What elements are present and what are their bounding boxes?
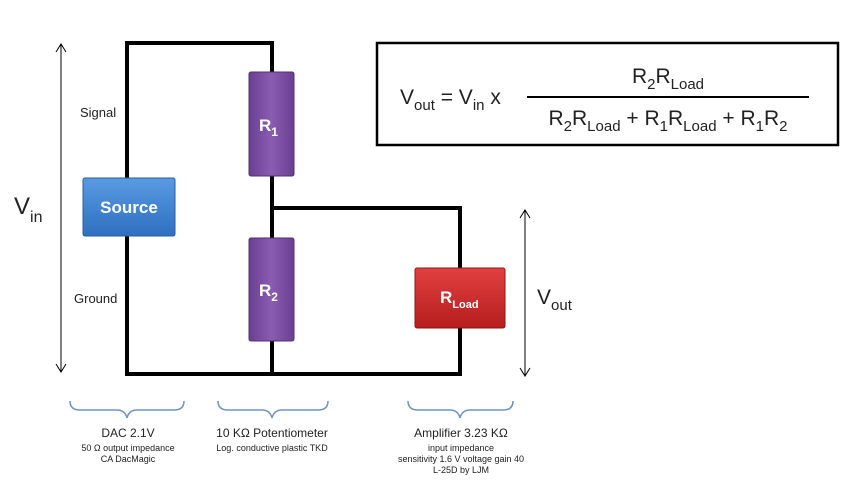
wire-ground	[125, 234, 462, 376]
r1-resistor: R1	[248, 71, 295, 177]
caption-dac-line1: 50 Ω output impedance	[81, 443, 174, 453]
caption-pot-title: 10 KΩ Potentiometer	[216, 426, 328, 440]
wire-to-load	[270, 206, 462, 270]
caption-amp-line2: sensitivity 1.6 V voltage gain 40	[398, 454, 524, 464]
wire-signal	[125, 41, 274, 182]
vout-arrow	[519, 209, 531, 377]
r2-resistor: R2	[248, 237, 295, 342]
caption-amp-title: Amplifier 3.23 KΩ	[414, 426, 508, 440]
formula-numerator: R2RLoad	[632, 65, 704, 93]
brace-pot	[217, 400, 329, 419]
caption-pot-line1: Log. conductive plastic TKD	[216, 443, 328, 453]
wires	[125, 41, 462, 376]
caption-dac-line2: CA DacMagic	[101, 454, 156, 464]
formula-denominator: R2RLoad + R1RLoad + R1R2	[548, 107, 787, 135]
r1-label: R1	[259, 116, 278, 139]
caption-dac-title: DAC 2.1V	[101, 426, 154, 440]
rload-resistor: RLoad	[414, 267, 506, 329]
brace-dac	[69, 400, 185, 419]
caption-amp-line3: L-25D by LJM	[433, 465, 489, 475]
vin-label: Vin	[14, 193, 42, 226]
source-label: Source	[100, 198, 158, 217]
rload-label: RLoad	[440, 288, 479, 311]
r2-label: R2	[259, 281, 278, 304]
vin-arrow	[55, 43, 67, 373]
caption-dac: DAC 2.1V 50 Ω output impedance CA DacMag…	[81, 426, 174, 464]
caption-amp: Amplifier 3.23 KΩ input impedance sensit…	[398, 426, 524, 475]
formula-box: Vout = Vin x R2RLoad R2RLoad + R1RLoad +…	[375, 41, 840, 147]
source-block: Source	[82, 177, 176, 237]
vout-label: Vout	[537, 286, 573, 314]
caption-pot: 10 KΩ Potentiometer Log. conductive plas…	[216, 426, 328, 453]
signal-label: Signal	[80, 105, 116, 120]
caption-amp-line1: input impedance	[428, 443, 494, 453]
ground-label: Ground	[74, 291, 117, 306]
formula-lhs: Vout = Vin x	[400, 86, 501, 114]
brace-amp	[407, 400, 514, 419]
